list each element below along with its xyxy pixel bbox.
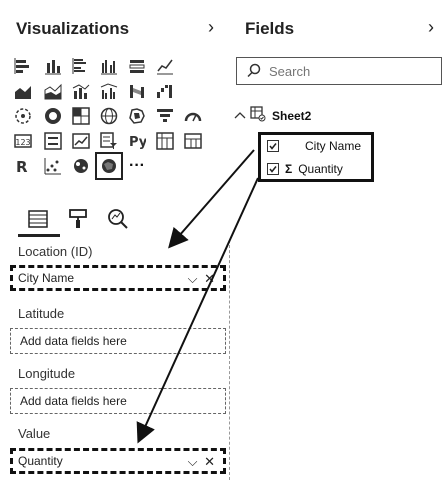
area-chart-icon[interactable]	[12, 80, 34, 102]
well-label-latitude: Latitude	[18, 306, 65, 321]
svg-text:Py: Py	[129, 135, 146, 150]
stacked-column-chart-icon[interactable]	[42, 55, 64, 77]
field-name: Quantity	[298, 162, 343, 176]
matrix-icon[interactable]	[154, 130, 176, 152]
svg-text:123: 123	[15, 138, 30, 147]
globe-map-icon[interactable]	[98, 105, 120, 127]
well-label-value: Value	[18, 426, 51, 441]
donut-chart-icon[interactable]	[42, 105, 64, 127]
fields-collapse-chevron-icon[interactable]: ›	[428, 17, 434, 37]
location-well-value: City Name	[18, 271, 75, 285]
well-label-location: Location (ID)	[18, 244, 93, 259]
visualizations-collapse-chevron-icon[interactable]: ›	[208, 17, 214, 37]
line-clustered-column-chart-icon[interactable]	[98, 80, 120, 102]
multi-row-card-icon[interactable]	[42, 130, 64, 152]
field-name: City Name	[305, 139, 362, 153]
fields-tab-icon[interactable]	[24, 205, 52, 233]
format-tab-icon[interactable]	[64, 205, 92, 233]
expand-chevron-icon[interactable]: ⌵	[187, 454, 198, 469]
python-visual-icon[interactable]	[42, 155, 64, 177]
value-well-value: Quantity	[18, 454, 63, 468]
kpi-icon[interactable]	[70, 130, 92, 152]
r-visual-icon[interactable]: R	[12, 155, 34, 177]
scrollbar-track[interactable]	[229, 240, 230, 480]
scatter-chart-icon[interactable]	[12, 105, 34, 127]
map-visual-icon[interactable]	[70, 155, 92, 177]
latitude-well-placeholder: Add data fields here	[20, 334, 127, 348]
slicer-icon[interactable]	[98, 130, 120, 152]
table-icon	[250, 106, 266, 125]
fields-title: Fields	[245, 19, 295, 38]
longitude-well[interactable]: Add data fields here	[10, 388, 226, 414]
card-icon[interactable]: 123	[12, 130, 34, 152]
table-name: Sheet2	[272, 108, 312, 123]
location-well[interactable]: City Name ⌵ ✕	[10, 265, 226, 291]
active-tab-indicator	[18, 234, 60, 237]
field-item-city-name[interactable]: City Name	[261, 135, 371, 157]
checkbox-checked-icon[interactable]	[267, 163, 279, 175]
stacked-bar-chart-icon[interactable]	[12, 55, 34, 77]
search-icon	[247, 63, 261, 80]
svg-text:R: R	[16, 158, 28, 175]
field-list: City Name Σ Quantity	[258, 132, 374, 182]
arrow-city-to-location	[168, 149, 255, 249]
well-actions: ⌵ ✕	[188, 271, 215, 287]
funnel-icon[interactable]	[154, 105, 176, 127]
analytics-tab-icon[interactable]	[104, 205, 132, 233]
remove-field-icon[interactable]: ✕	[204, 271, 215, 286]
filled-map-icon[interactable]	[126, 105, 148, 127]
visualization-pane-tabs	[18, 205, 158, 239]
gauge-icon[interactable]	[182, 105, 204, 127]
remove-field-icon[interactable]: ✕	[204, 454, 215, 469]
checkbox-checked-icon[interactable]	[267, 140, 279, 152]
key-influencers-icon[interactable]	[182, 130, 204, 152]
line-column-chart-icon[interactable]	[70, 80, 92, 102]
field-item-quantity[interactable]: Σ Quantity	[261, 158, 371, 180]
well-label-longitude: Longitude	[18, 366, 76, 381]
fields-search-box[interactable]	[236, 57, 442, 85]
stacked-area-chart-icon[interactable]	[42, 80, 64, 102]
visualizations-title: Visualizations	[16, 19, 130, 38]
expand-tree-chevron-icon[interactable]	[234, 109, 246, 123]
more-visuals-icon[interactable]: ···	[129, 157, 145, 174]
clustered-column-chart-icon[interactable]	[98, 55, 120, 77]
line-chart-icon[interactable]	[154, 55, 176, 77]
longitude-well-placeholder: Add data fields here	[20, 394, 127, 408]
map-selected-icon[interactable]	[95, 152, 123, 180]
sigma-icon: Σ	[285, 162, 293, 176]
table-icon[interactable]: Py	[126, 130, 148, 152]
table-node[interactable]: Sheet2	[234, 106, 311, 125]
100-stacked-bar-chart-icon[interactable]	[126, 55, 148, 77]
expand-chevron-icon[interactable]: ⌵	[187, 271, 198, 286]
value-well[interactable]: Quantity ⌵ ✕	[10, 448, 226, 474]
clustered-bar-chart-icon[interactable]	[70, 55, 92, 77]
ribbon-chart-icon[interactable]	[126, 80, 148, 102]
well-actions: ⌵ ✕	[188, 454, 215, 470]
latitude-well[interactable]: Add data fields here	[10, 328, 226, 354]
treemap-icon[interactable]	[70, 105, 92, 127]
waterfall-chart-icon[interactable]	[154, 80, 176, 102]
search-input[interactable]	[267, 62, 421, 80]
